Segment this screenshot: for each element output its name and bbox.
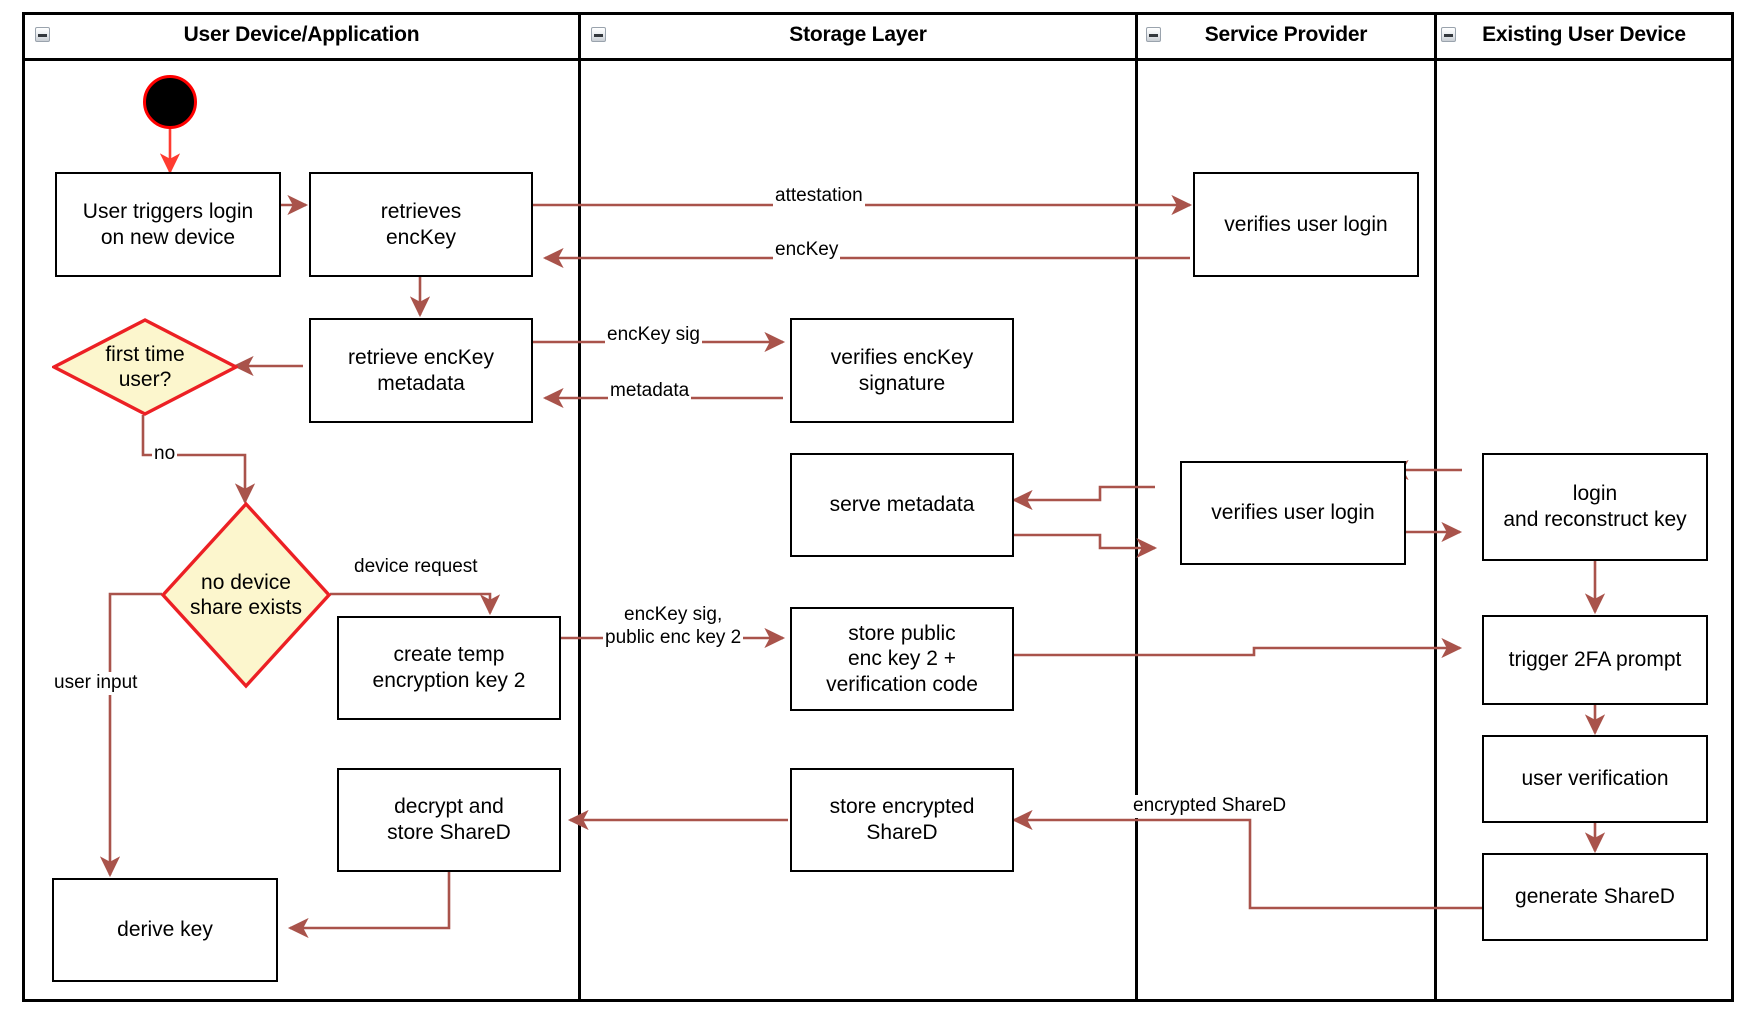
edge-label-enckey-sig: encKey sig bbox=[605, 324, 702, 347]
node-store-encrypted-shared[interactable]: store encrypted ShareD bbox=[790, 768, 1014, 872]
edge-label-device-request: device request bbox=[352, 556, 480, 579]
lane-title-storage-layer: Storage Layer bbox=[789, 23, 927, 46]
node-serve-metadata[interactable]: serve metadata bbox=[790, 453, 1014, 557]
node-generate-shared[interactable]: generate ShareD bbox=[1482, 853, 1708, 941]
collapse-minus-icon[interactable] bbox=[591, 27, 606, 42]
start-node[interactable] bbox=[143, 75, 197, 129]
edge-label-enckey-sig-public-enc-key-2: encKey sig, public enc key 2 bbox=[603, 604, 744, 650]
node-decrypt-and-store-shared[interactable]: decrypt and store ShareD bbox=[337, 768, 561, 872]
decision-first-time-user[interactable]: first time user? bbox=[52, 318, 238, 416]
node-retrieve-enckey-metadata[interactable]: retrieve encKey metadata bbox=[309, 318, 533, 423]
node-store-public-enc-key-2[interactable]: store public enc key 2 + verification co… bbox=[790, 607, 1014, 711]
node-login-and-reconstruct-key[interactable]: login and reconstruct key bbox=[1482, 453, 1708, 561]
edge-label-user-input: user input bbox=[52, 672, 140, 695]
node-user-verification[interactable]: user verification bbox=[1482, 735, 1708, 823]
edge-label-encrypted-shared: encrypted ShareD bbox=[1131, 795, 1289, 818]
edge-label-attestation: attestation bbox=[773, 185, 865, 208]
edge-label-no: no bbox=[152, 443, 178, 466]
lane-title-service-provider: Service Provider bbox=[1204, 23, 1368, 46]
collapse-minus-icon[interactable] bbox=[1146, 27, 1161, 42]
node-user-triggers-login[interactable]: User triggers login on new device bbox=[55, 172, 281, 277]
lane-header-user-device: User Device/Application bbox=[25, 12, 578, 58]
diamond-shape bbox=[160, 501, 332, 689]
node-derive-key[interactable]: derive key bbox=[52, 878, 278, 982]
swimlane-pool bbox=[22, 12, 1734, 1002]
lane-title-user-device: User Device/Application bbox=[183, 23, 420, 46]
collapse-minus-icon[interactable] bbox=[35, 27, 50, 42]
lane-header-storage-layer: Storage Layer bbox=[581, 12, 1135, 58]
lane-header-rule bbox=[22, 58, 1734, 61]
lane-divider-3 bbox=[1434, 12, 1437, 1002]
lane-divider-2 bbox=[1135, 12, 1138, 1002]
lane-header-service-provider: Service Provider bbox=[1138, 12, 1434, 58]
node-verifies-user-login-2[interactable]: verifies user login bbox=[1180, 461, 1406, 565]
diamond-shape bbox=[52, 318, 238, 416]
node-create-temp-encryption-key-2[interactable]: create temp encryption key 2 bbox=[337, 616, 561, 720]
lane-header-existing-user-device: Existing User Device bbox=[1437, 12, 1731, 58]
node-verifies-user-login-1[interactable]: verifies user login bbox=[1193, 172, 1419, 277]
node-verifies-enckey-signature[interactable]: verifies encKey signature bbox=[790, 318, 1014, 423]
node-retrieves-enckey[interactable]: retrieves encKey bbox=[309, 172, 533, 277]
node-trigger-2fa-prompt[interactable]: trigger 2FA prompt bbox=[1482, 615, 1708, 705]
decision-no-device-share-exists[interactable]: no device share exists bbox=[160, 501, 332, 689]
lane-divider-1 bbox=[578, 12, 581, 1002]
edge-label-enckey: encKey bbox=[773, 239, 841, 262]
collapse-minus-icon[interactable] bbox=[1441, 27, 1456, 42]
edge-label-metadata: metadata bbox=[608, 380, 692, 403]
lane-title-existing-user-device: Existing User Device bbox=[1482, 23, 1686, 46]
